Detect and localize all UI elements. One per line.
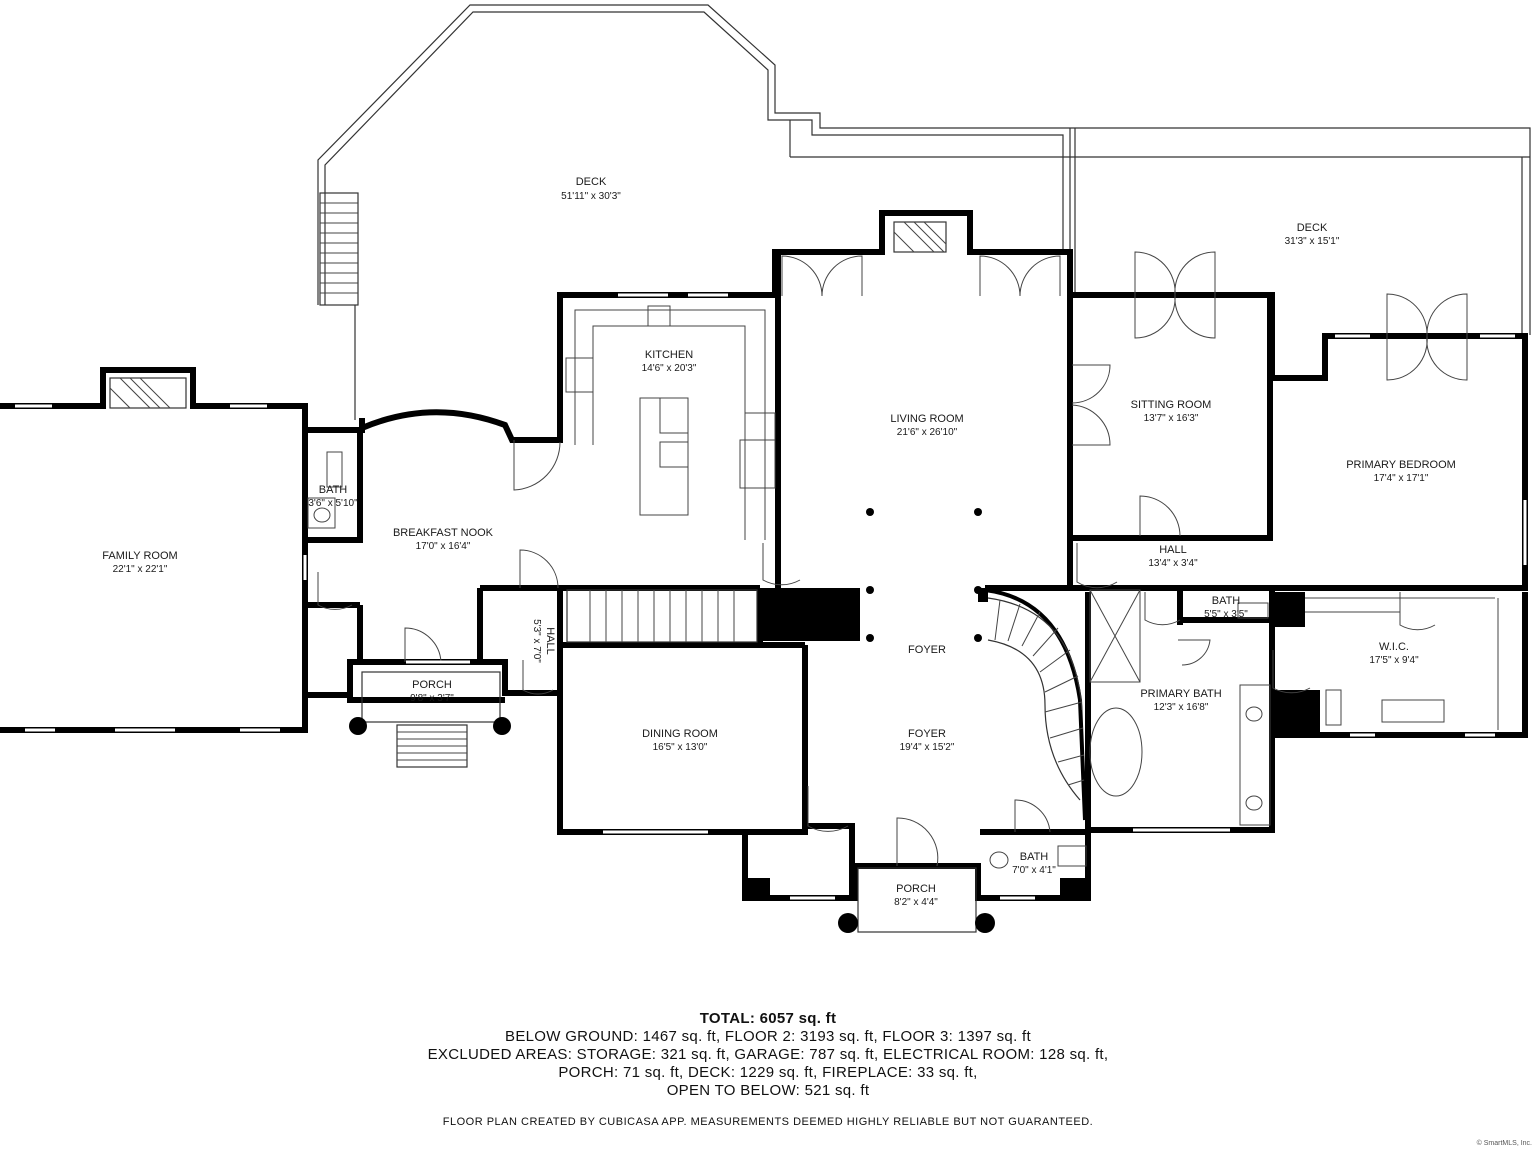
fireplace-family <box>109 377 187 409</box>
dims-dining-room: 16'5" x 13'0" <box>653 742 708 753</box>
stairs-curved <box>984 588 1087 821</box>
deck-left-outline <box>317 4 1531 420</box>
dims-hall-right: 13'4" x 3'4" <box>1148 558 1198 569</box>
label-family-room: FAMILY ROOM <box>102 550 177 562</box>
doors <box>317 251 1468 867</box>
label-deck-right: DECK <box>1297 222 1328 234</box>
copyright: © SmartMLS, Inc. <box>1476 1140 1532 1147</box>
dims-bath-left: 3'6" x 5'10" <box>308 498 358 509</box>
area-line-3: PORCH: 71 sq. ft, DECK: 1229 sq. ft, FIR… <box>558 1064 978 1081</box>
dims-primary-bedroom: 17'4" x 17'1" <box>1374 473 1429 484</box>
label-kitchen: KITCHEN <box>645 349 693 361</box>
disclaimer: FLOOR PLAN CREATED BY CUBICASA APP. MEAS… <box>442 1116 1094 1128</box>
dims-bath-small: 5'5" x 3'5" <box>1204 609 1248 620</box>
label-primary-bedroom: PRIMARY BEDROOM <box>1346 459 1456 471</box>
dims-foyer: 19'4" x 15'2" <box>900 742 955 753</box>
label-breakfast-nook: BREAKFAST NOOK <box>393 527 494 539</box>
label-foyer: FOYER <box>908 644 946 656</box>
room-labels: DECK 51'11" x 30'3" DECK 31'3" x 15'1" K… <box>102 176 1456 908</box>
label-porch-left: PORCH <box>412 679 452 691</box>
stairs-center <box>566 589 758 643</box>
dims-deck-right: 31'3" x 15'1" <box>1285 236 1340 247</box>
columns <box>349 508 995 933</box>
dims-hall-left: 5'3" x 7'0" <box>531 619 542 663</box>
dims-porch-left: 9'8" x 3'7" <box>410 693 454 704</box>
label-hall-left: HALL <box>544 627 556 655</box>
label-primary-bath: PRIMARY BATH <box>1140 688 1221 700</box>
dims-bath-front: 7'0" x 4'1" <box>1012 865 1056 876</box>
label-bath-front: BATH <box>1020 851 1049 863</box>
dims-breakfast-nook: 17'0" x 16'4" <box>416 541 471 552</box>
kitchen-fixtures <box>565 305 776 540</box>
dims-wic: 17'5" x 9'4" <box>1369 655 1419 666</box>
dims-deck-left: 51'11" x 30'3" <box>561 191 621 202</box>
area-line-1: BELOW GROUND: 1467 sq. ft, FLOOR 2: 3193… <box>505 1028 1031 1045</box>
total-area: TOTAL: 6057 sq. ft <box>699 1010 837 1027</box>
label-wic: W.I.C. <box>1379 641 1409 653</box>
label-bath-left: BATH <box>319 484 348 496</box>
dims-sitting-room: 13'7" x 16'3" <box>1144 413 1199 424</box>
dims-primary-bath: 12'3" x 16'8" <box>1154 702 1209 713</box>
bath-fixtures <box>307 451 1499 869</box>
label-porch-front: PORCH <box>896 883 936 895</box>
label-living-room: LIVING ROOM <box>890 413 963 425</box>
fireplace-living <box>893 221 947 253</box>
dims-family-room: 22'1" x 22'1" <box>113 564 168 575</box>
area-line-4: OPEN TO BELOW: 521 sq. ft <box>666 1082 870 1099</box>
label-hall-right: HALL <box>1159 544 1187 556</box>
label-sitting-room: SITTING ROOM <box>1131 399 1212 411</box>
label-dining-room: DINING ROOM <box>642 728 718 740</box>
label-foyer-2: FOYER <box>908 728 946 740</box>
floor-plan: DECK 51'11" x 30'3" DECK 31'3" x 15'1" K… <box>0 4 1531 933</box>
windows <box>15 293 1527 900</box>
dims-living-room: 21'6" x 26'10" <box>897 427 958 438</box>
area-line-2: EXCLUDED AREAS: STORAGE: 321 sq. ft, GAR… <box>427 1046 1109 1063</box>
label-deck-left: DECK <box>576 176 607 188</box>
label-bath-small: BATH <box>1212 595 1241 607</box>
dims-porch-front: 8'2" x 4'4" <box>894 897 938 908</box>
dims-kitchen: 14'6" x 20'3" <box>642 363 697 374</box>
chimney-mass <box>762 588 860 641</box>
